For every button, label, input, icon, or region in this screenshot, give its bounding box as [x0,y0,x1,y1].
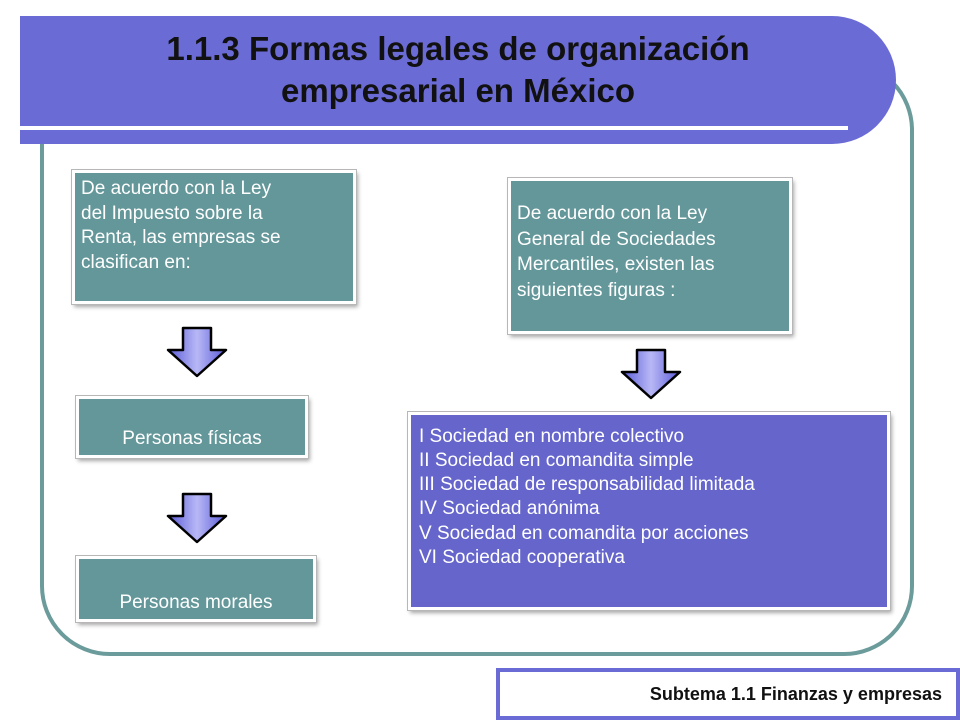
title-line-2: empresarial en México [280,72,635,110]
title-line-1: 1.1.3 Formas legales de organización [166,30,750,67]
personas-fisicas-box: Personas físicas [76,396,308,458]
isr-intro-box: De acuerdo con la Ley del Impuesto sobre… [72,170,356,304]
lgsm-intro-box: De acuerdo con la Ley General de Socieda… [508,178,792,334]
footer-banner: Subtema 1.1 Finanzas y empresas [496,668,960,720]
personas-morales-label: Personas morales [119,592,273,614]
footer-subtitle: Subtema 1.1 Finanzas y empresas [500,672,956,716]
list-item: V Sociedad en comandita por acciones [419,522,749,544]
sociedades-list: I Sociedad en nombre colectivo II Socied… [411,415,887,580]
list-item: III Sociedad de responsabilidad limitada [419,474,755,496]
personas-fisicas-label: Personas físicas [122,428,262,450]
title-underline [20,126,848,130]
page-title: 1.1.3 Formas legales de organización emp… [20,28,896,112]
list-item: II Sociedad en comandita simple [419,450,694,472]
sociedades-list-box: I Sociedad en nombre colectivo II Socied… [408,412,890,610]
down-arrow-icon [166,492,228,544]
list-item: IV Sociedad anónima [419,498,600,520]
personas-morales-box: Personas morales [76,556,316,622]
list-item: VI Sociedad cooperativa [419,546,625,568]
list-item: I Sociedad en nombre colectivo [419,426,685,447]
down-arrow-icon [166,326,228,378]
title-banner [20,16,896,144]
down-arrow-icon [620,348,682,400]
